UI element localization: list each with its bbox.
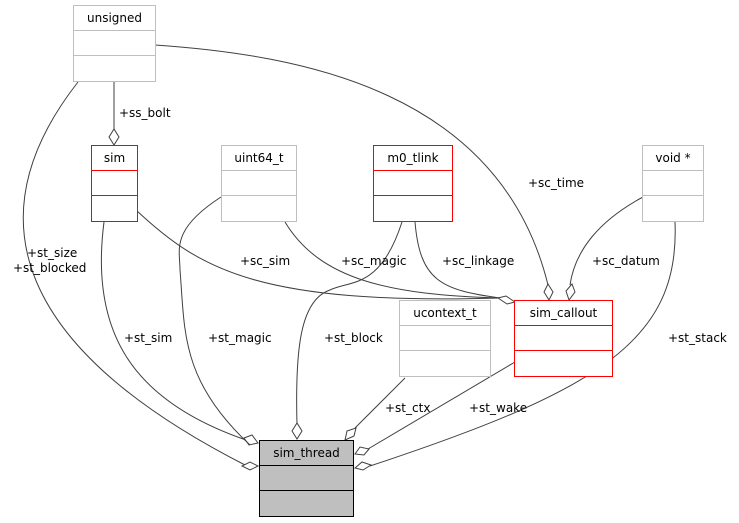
methods-section	[400, 350, 490, 375]
edge-sc-magic	[284, 221, 501, 299]
class-title: uint64_t	[234, 151, 284, 165]
attributes-section	[222, 170, 296, 195]
label-sc-time: +sc_time	[528, 176, 585, 190]
class-void-ptr[interactable]: void *	[642, 145, 704, 222]
diamond-sc-links	[496, 295, 517, 305]
attributes-section	[374, 170, 452, 195]
diamond-sc-time	[543, 282, 554, 302]
diamond-ss-bolt	[108, 128, 120, 146]
methods-section	[92, 195, 137, 220]
label-st-ctx: +st_ctx	[385, 401, 431, 415]
methods-section	[74, 55, 155, 80]
class-title: sim_callout	[529, 306, 598, 320]
attributes-section	[515, 325, 612, 350]
attributes-section	[260, 465, 353, 490]
class-title: void *	[655, 151, 691, 165]
methods-section	[374, 195, 452, 220]
edge-st-size	[22, 81, 246, 466]
diamond-st-stack	[353, 461, 373, 471]
edge-sc-datum	[569, 196, 644, 286]
label-st-blocked: +st_blocked	[13, 261, 87, 275]
label-st-wake: +st_wake	[469, 401, 528, 415]
methods-section	[643, 195, 703, 220]
edge-st-magic	[178, 196, 251, 446]
class-sim[interactable]: sim	[91, 145, 138, 222]
label-sc-sim: +sc_sim	[240, 254, 291, 268]
diamond-st-size	[240, 461, 260, 471]
class-sim-callout[interactable]: sim_callout	[514, 300, 613, 377]
class-uint64-t[interactable]: uint64_t	[221, 145, 297, 222]
edge-st-wake	[367, 361, 516, 450]
label-sc-linkage: +sc_linkage	[442, 254, 515, 268]
class-title: sim	[103, 151, 126, 165]
class-title: sim_thread	[273, 446, 340, 460]
diamond-sc-datum	[565, 283, 576, 302]
diamond-st-wake	[354, 446, 370, 456]
class-ucontext-t[interactable]: ucontext_t	[399, 300, 491, 377]
edge-st-sim	[100, 221, 247, 441]
edge-sc-time	[154, 44, 549, 286]
label-st-magic: +st_magic	[208, 331, 272, 345]
label-st-stack: +st_stack	[668, 331, 727, 345]
edge-st-block	[296, 221, 403, 426]
label-st-size: +st_size	[27, 246, 78, 260]
methods-section	[260, 490, 353, 515]
edge-sc-linkage	[414, 221, 501, 299]
diamond-st-block	[291, 422, 303, 440]
edge-st-ctx	[354, 377, 406, 429]
label-st-sim: +st_sim	[124, 331, 173, 345]
label-ss-bolt: +ss_bolt	[119, 106, 171, 120]
attributes-section	[643, 170, 703, 195]
class-m0-tlink[interactable]: m0_tlink	[373, 145, 453, 222]
class-title: m0_tlink	[387, 151, 439, 165]
class-title: ucontext_t	[413, 306, 477, 320]
attributes-section	[74, 30, 155, 55]
attributes-section	[92, 170, 137, 195]
class-title: unsigned	[86, 11, 143, 25]
label-sc-datum: +sc_datum	[592, 254, 660, 268]
label-sc-magic: +sc_magic	[341, 254, 407, 268]
diamond-st-ctx	[344, 427, 357, 441]
label-st-block: +st_block	[324, 331, 383, 345]
methods-section	[515, 350, 612, 375]
attributes-section	[400, 325, 490, 350]
edge-sc-sim	[135, 209, 501, 300]
class-sim-thread[interactable]: sim_thread	[259, 440, 354, 517]
diamond-st-sim	[243, 434, 259, 446]
methods-section	[222, 195, 296, 220]
class-unsigned[interactable]: unsigned	[73, 5, 156, 82]
